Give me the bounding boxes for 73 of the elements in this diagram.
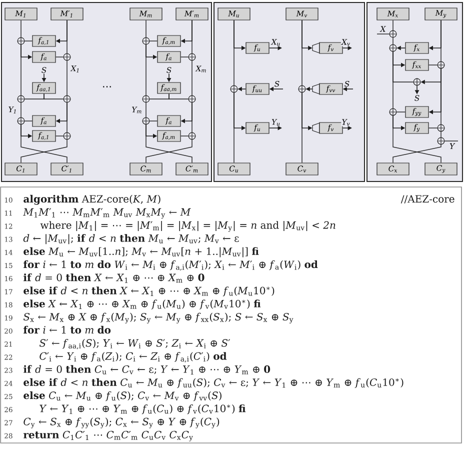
connector-line (44, 93, 64, 100)
xor-symbol (63, 132, 71, 140)
code-line: else if d < n then X ← X$_{1}$ ⊕ ⋯ ⊕ X$_{m}$ ⊕ f$_{u}$(M$_{u}$10$^{∗}$) (24, 286, 274, 296)
xor-symbol (188, 132, 196, 140)
code-line: d ← |M$_{uv}$|; if d < n then M$_{u}$ ← M$_{uv}$; M$_{v}$ ← ε (23, 234, 239, 244)
ellipsis-label: ⋯ (103, 86, 111, 88)
xor-symbol (389, 30, 397, 38)
connector-line (392, 144, 442, 164)
xor-symbol (142, 117, 150, 125)
connector-line (20, 139, 68, 164)
code-line: else M$_{u}$ ← M$_{uv}$[1..n]; M$_{v}$ ← M$_{uv}$[n + 1..|M$_{uv}$|] fi (24, 247, 259, 258)
xor-symbol (389, 108, 397, 116)
xor-symbol (63, 95, 71, 103)
code-line: S′ ← f$_{aa,i}$(S); Y$_{i}$ ← W$_{i}$ ⊕ S′; Z$_{i}$ ← X$_{i}$ ⊕ S′ (39, 338, 230, 350)
xor-symbol (17, 37, 25, 45)
code-line: if d = 0 then X ← X$_{1}$ ⊕ ⋯ ⊕ X$_{m}$ ⊕ 0 (24, 273, 204, 283)
connector-line (66, 102, 68, 133)
xor-symbol (17, 117, 25, 125)
code-line: return C$_{1}$C′$_{1}$ ⋯ C$_{m}$C′$_{m}$ C$_{u}$C$_{v}$ C$_{x}$C$_{y}$ (23, 430, 193, 442)
connector-line (180, 56, 189, 58)
connector-line (392, 20, 394, 31)
xor-symbol (142, 37, 150, 45)
xor-symbol (413, 78, 421, 86)
code-line: where |M$_{1}$| = ⋯ = |M′$_{m}$| = |M$_{x}$| = |M$_{y}$| = n and |M$_{uv}$| < 2n (40, 221, 336, 232)
connector-line (24, 120, 33, 122)
connector-line (24, 40, 33, 42)
connector-line (440, 131, 442, 138)
connector-line (168, 93, 189, 100)
trapezoid-symbol (312, 122, 320, 134)
code-line: for i ← 1 to m do W$_{i}$ ← M$_{i}$ ⊕ f$_{a,i}$(M′$_{i}$); X$_{i}$ ← M′$_{i}$ ⊕ f$_{a}$(W$_{i}$) od (24, 260, 318, 271)
connector-line (149, 40, 158, 42)
xor-symbol (298, 85, 306, 93)
connector-line (444, 140, 458, 142)
connector-line (392, 37, 394, 45)
connector-line (146, 124, 192, 164)
code-line: else X ← X$_{1}$ ⊕ ⋯ ⊕ X$_{m}$ ⊕ f$_{u}$(M$_{u}$) ⊕ f$_{v}$(M$_{v}$10$^{∗}$) fi (24, 300, 261, 310)
xor-symbol (142, 95, 150, 103)
connector-line (20, 102, 22, 118)
connector-line (20, 124, 68, 164)
code-line: Y ← Y$_{1}$ ⊕ ⋯ ⊕ Y$_{m}$ ⊕ f$_{u}$(C$_{u}$) ⊕ f$_{v}$(C$_{v}$10$^{∗}$) fi (40, 404, 246, 414)
code-line: C$_{y}$ ← S$_{x}$ ⊕ f$_{yy}$(S$_{y}$); C$_{x}$ ← S$_{y}$ ⊕ Y ⊕ f$_{y}$(C$_{y}$) (24, 418, 220, 428)
connector-line (392, 115, 442, 164)
connector-line (20, 44, 22, 96)
xor-symbol (437, 124, 445, 132)
xor-symbol (389, 44, 397, 52)
connector-line (440, 20, 442, 62)
xor-symbol (17, 95, 25, 103)
connector-line (55, 56, 64, 58)
xor-symbol (63, 53, 71, 61)
xor-symbol (437, 137, 445, 145)
connector-line (66, 20, 68, 54)
code-line: M$_{1}$M′$_{1}$ ⋯ M$_{m}$M′$_{m}$ M$_{uv}$ M$_{x}$M$_{y}$ ← M (23, 208, 191, 219)
trapezoid-symbol (312, 84, 320, 94)
connector-line (146, 139, 192, 164)
connector-line (440, 68, 442, 125)
xor-symbol (230, 85, 238, 93)
xor-symbol (188, 95, 196, 103)
connector-line (149, 120, 158, 122)
trapezoid-symbol (312, 42, 320, 54)
connector-line (428, 64, 438, 66)
connector-line (66, 60, 68, 96)
code-line: if d = 0 then C$_{u}$ ← C$_{v}$ ← ε; Y ← Y$_{1}$ ⊕ ⋯ ⊕ Y$_{m}$ ⊕ 0 (24, 365, 270, 375)
code-comment: //AEZ-core (400, 195, 454, 204)
xor-symbol (437, 61, 445, 69)
connector-line (20, 20, 22, 38)
code-line: S$_{x}$ ← M$_{x}$ ⊕ X ⊕ f$_{x}$(M$_{y}$); S$_{y}$ ← M$_{y}$ ⊕ f$_{xx}$(S$_{x}$); S ← S$_{x}$ ⊕ S$_{y}$ (23, 312, 294, 324)
code-line: else if d < n then C$_{u}$ ← M$_{u}$ ⊕ f$_{uu}$(S); C$_{v}$ ← ε; Y ← Y$_{1}$ ⊕ ⋯ ⊕ Y$_{m}$ ⊕ f$_{u}$(C$_{u}$10$^{∗}$) (24, 378, 404, 388)
code-line: else C$_{u}$ ← M$_{u}$ ⊕ f$_{u}$(S); C$_{v}$ ← M$_{v}$ ⊕ f$_{vv}$(S) (24, 391, 222, 402)
code-line: algorithm AEZ-core(K, M) (24, 194, 160, 205)
connector-line (392, 51, 394, 109)
code-line: C′$_{i}$ ← Y$_{i}$ ⊕ f$_{a}$(Z$_{i}$); C$_{i}$ ← Z$_{i}$ ⊕ f$_{a,i}$(C′$_{i}$) od (40, 352, 227, 362)
code-line: for i ← 1 to m do (24, 326, 111, 334)
xor-symbol (188, 53, 196, 61)
